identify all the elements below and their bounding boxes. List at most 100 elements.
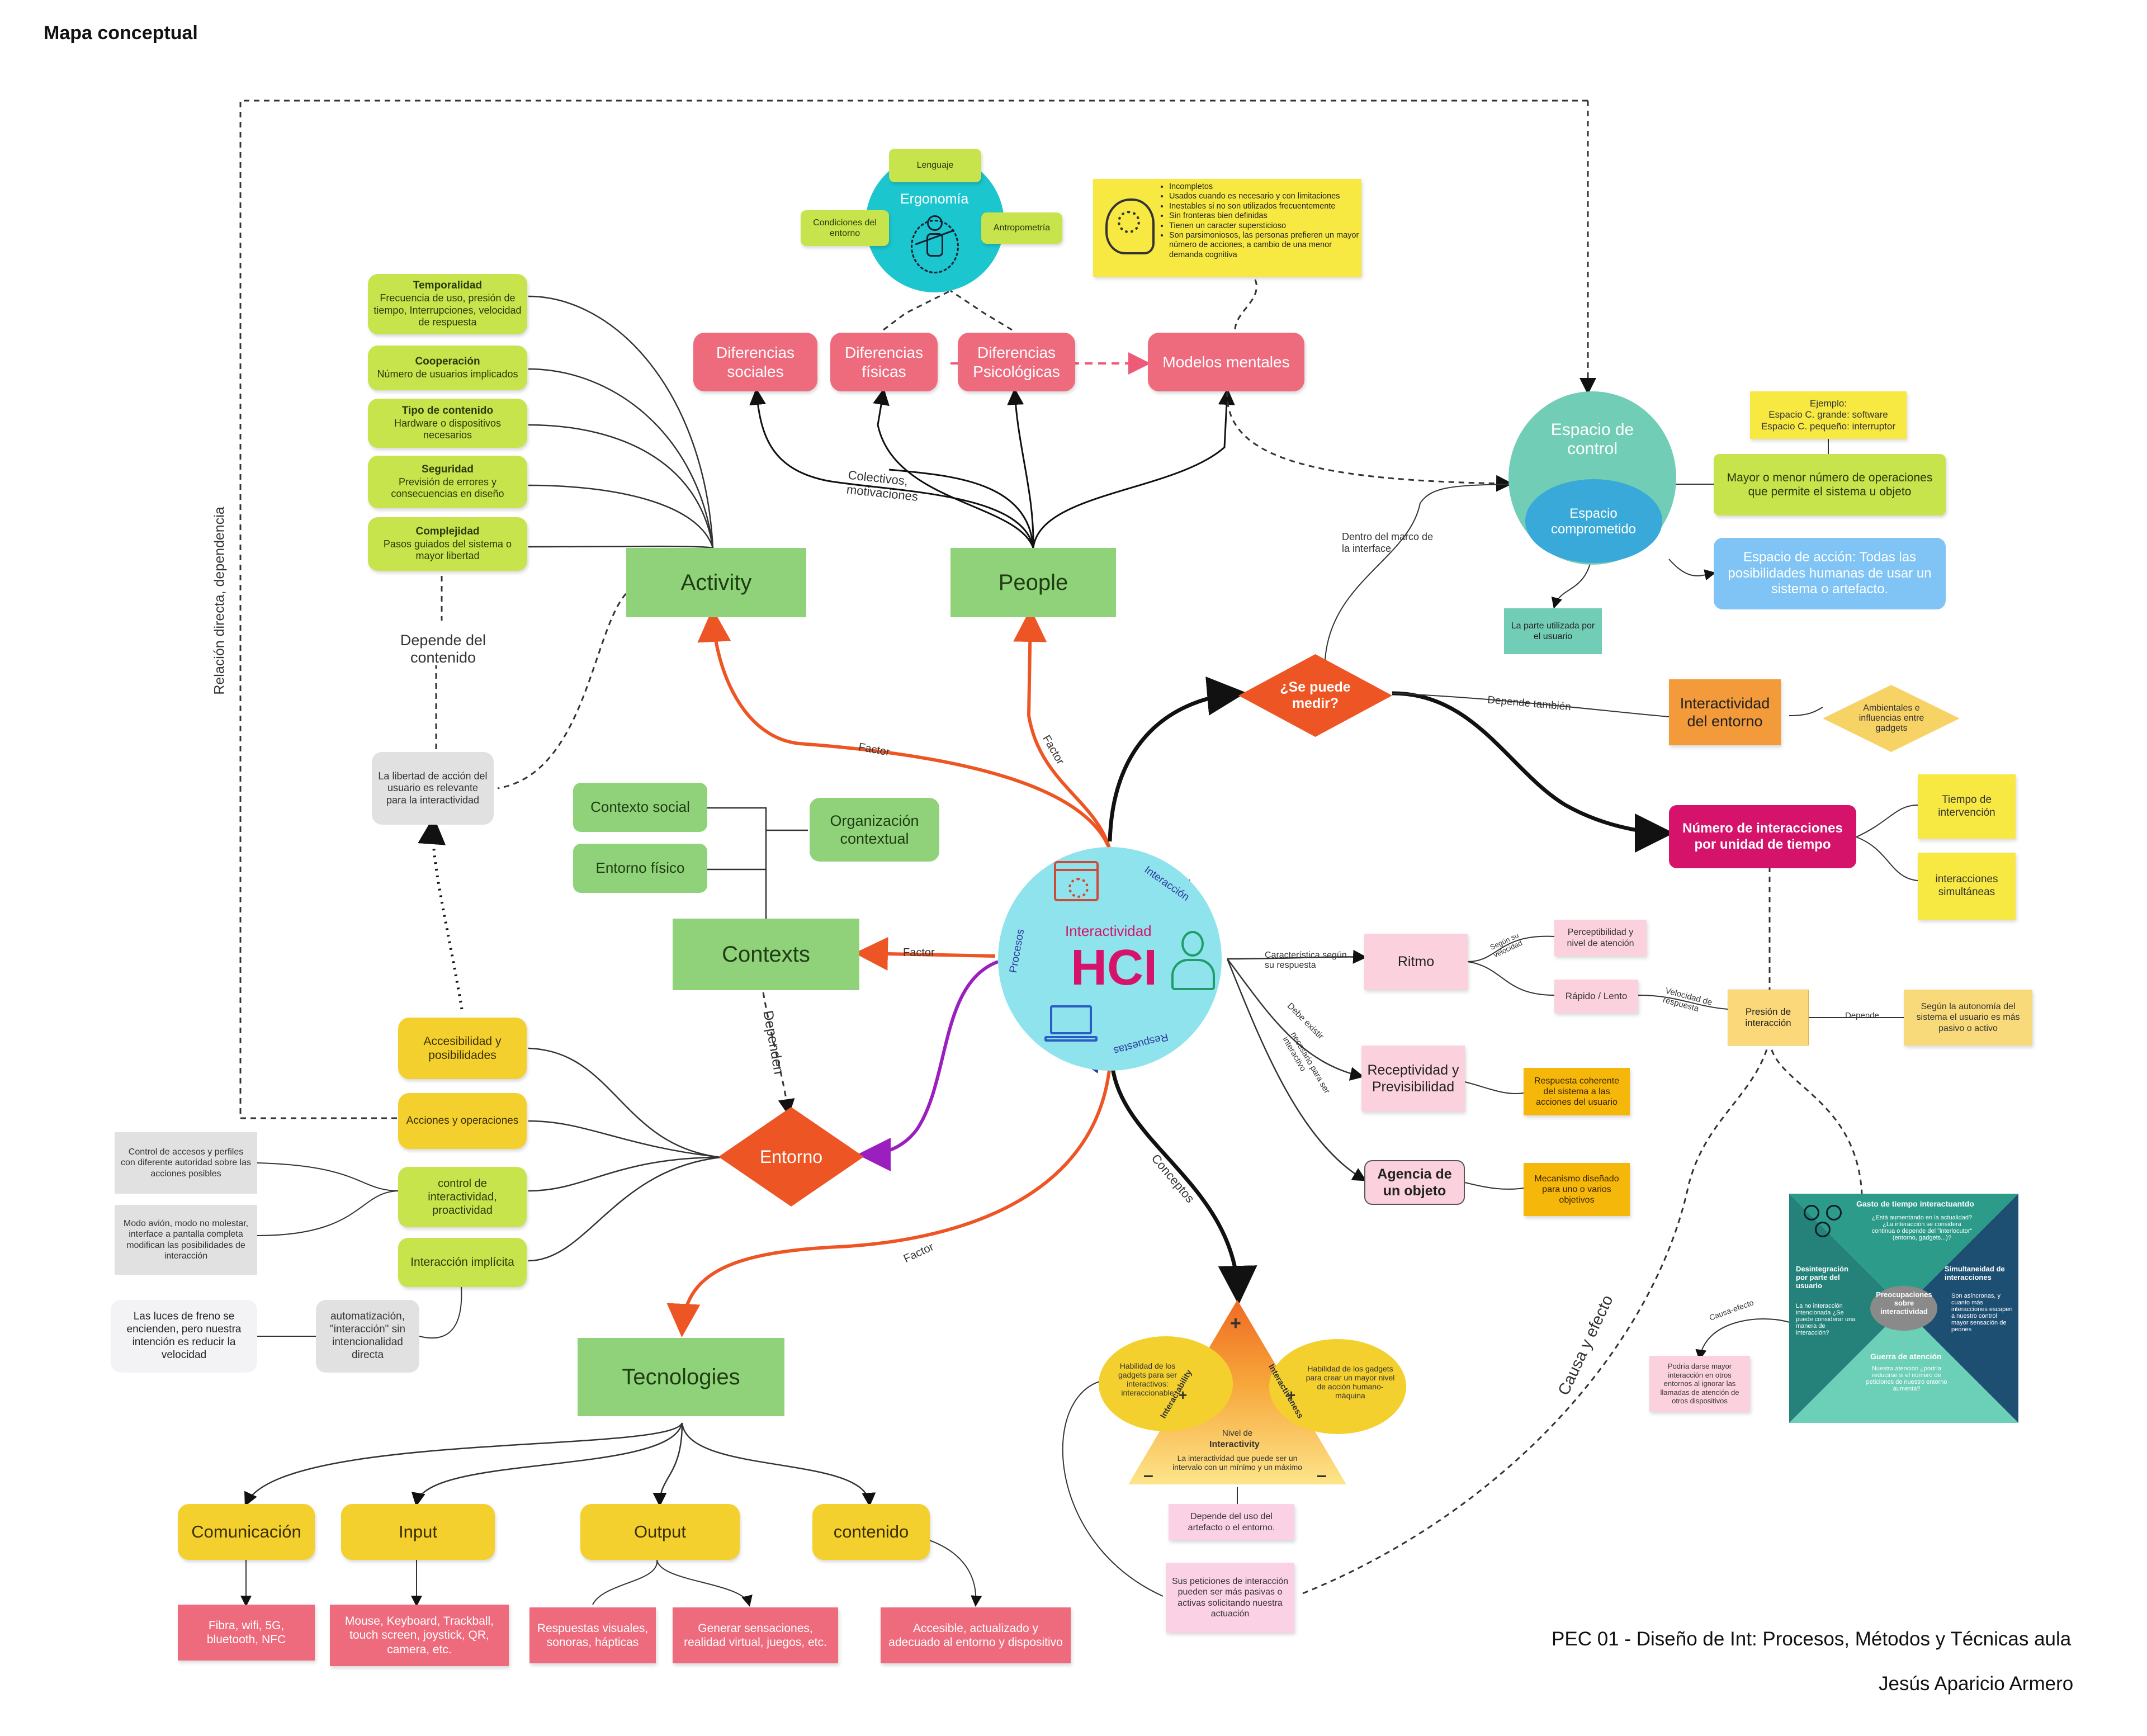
accesible-box[interactable]: Accesible, actualizado y adecuado al ent… xyxy=(881,1607,1071,1663)
espacio-comprometido-circle[interactable] xyxy=(1525,479,1662,563)
dif-sociales-node[interactable]: Diferencias sociales xyxy=(693,333,817,391)
contexto-social-node[interactable]: Contexto social xyxy=(573,783,707,832)
dentro-marco-label: Dentro del marco de la interface xyxy=(1342,531,1434,554)
gasto-title: Gasto de tiempo interactuantdo xyxy=(1856,1199,1974,1208)
interactividad-entorno-node[interactable]: Interactividad del entorno xyxy=(1669,679,1781,745)
agencia-node[interactable]: Agencia de un objeto xyxy=(1364,1160,1465,1205)
habilidad-der-text: Habilidad de los gadgets para crear un m… xyxy=(1306,1364,1395,1400)
mental-model-item: Incompletos xyxy=(1169,182,1362,192)
activity-node[interactable]: Activity xyxy=(626,548,806,617)
activity-item-text: Previsión de errores y consecuencias en … xyxy=(391,476,504,500)
perceptibilidad-note[interactable]: Perceptibilidad y nivel de atención xyxy=(1554,920,1647,956)
acciones-node[interactable]: Acciones y operaciones xyxy=(398,1093,527,1149)
activity-item-text: Pasos guiados del sistema o mayor libert… xyxy=(383,538,512,562)
interaccion-implicita-node[interactable]: Interacción implícita xyxy=(398,1238,527,1287)
interactability-ellipse[interactable] xyxy=(1099,1336,1233,1431)
entorno-fisico-node[interactable]: Entorno físico xyxy=(573,844,707,893)
depende-uso-note[interactable]: Depende del uso del artefacto o el entor… xyxy=(1169,1504,1294,1540)
comunicacion-node[interactable]: Comunicación xyxy=(178,1504,315,1560)
body-figure-icon xyxy=(909,215,962,277)
head-gears-icon xyxy=(1105,198,1155,254)
activity-item-title: Cooperación xyxy=(415,355,480,367)
activity-item-text: Hardware o dispositivos necesarios xyxy=(394,417,502,441)
parte-utilizada-note[interactable]: La parte utilizada por el usuario xyxy=(1504,608,1602,654)
gasto-text: ¿Está aumentando en la actualidad? ¿La i… xyxy=(1871,1214,1973,1241)
activity-item-text: Número de usuarios implicados xyxy=(377,368,518,380)
rapido-lento-note[interactable]: Rápido / Lento xyxy=(1554,980,1638,1013)
automatizacion-note[interactable]: automatización, "interacción" sin intenc… xyxy=(316,1300,419,1373)
depende-contenido-label: Depende del contenido xyxy=(400,632,486,666)
antropometria-note[interactable]: Antropometría xyxy=(981,212,1062,244)
mental-model-item: Usados cuando es necesario y con limitac… xyxy=(1169,192,1362,201)
simultaneidad-title: Simultaneidad de interacciones xyxy=(1945,1265,2005,1281)
receptividad-node[interactable]: Receptividad y Previsibilidad xyxy=(1361,1046,1465,1111)
organizacion-node[interactable]: Organización contextual xyxy=(810,798,939,862)
output-node[interactable]: Output xyxy=(580,1504,740,1560)
guerra-title: Guerra de atención xyxy=(1870,1352,1942,1361)
espacio-control-label: Espacio de control xyxy=(1550,420,1634,458)
lenguaje-note[interactable]: Lenguaje xyxy=(889,149,981,182)
contexts-node[interactable]: Contexts xyxy=(673,919,859,990)
tecnologies-node[interactable]: Tecnologies xyxy=(578,1338,784,1416)
desintegracion-title: Desintegración por parte del usuario xyxy=(1796,1265,1848,1290)
respuestas-visuales-box[interactable]: Respuestas visuales, sonoras, hápticas xyxy=(529,1607,656,1663)
relacion-label: Relación directa, dependencia xyxy=(211,507,228,695)
plus-left-icon: + xyxy=(1179,1387,1188,1403)
depende-label: Depende xyxy=(1845,1011,1879,1020)
podria-note[interactable]: Podría darse mayor interacción en otros … xyxy=(1649,1356,1750,1412)
mental-model-item: Son parsimoniosos, las personas prefiere… xyxy=(1169,231,1362,260)
nivel-label: Nivel de xyxy=(1222,1428,1253,1438)
modelos-mentales-node[interactable]: Modelos mentales xyxy=(1148,333,1304,391)
network-people-icon xyxy=(1800,1200,1845,1240)
interacciones-simultaneas-note[interactable]: interacciones simultáneas xyxy=(1918,853,2016,920)
preocupaciones-title: Preocupaciones sobre interactividad xyxy=(1876,1290,1932,1316)
mecanismo-note[interactable]: Mecanismo diseñado para uno o varios obj… xyxy=(1524,1163,1630,1216)
minus-left-icon: – xyxy=(1143,1465,1153,1485)
mayor-menor-node[interactable]: Mayor o menor número de operaciones que … xyxy=(1714,454,1946,515)
luces-freno-note[interactable]: Las luces de freno se encienden, pero nu… xyxy=(111,1300,257,1373)
contenido-node[interactable]: contenido xyxy=(812,1504,930,1560)
preocupaciones-square[interactable] xyxy=(1789,1194,2018,1423)
guerra-text: Nuestra atención ¿podría reducirse si el… xyxy=(1866,1365,1947,1392)
libertad-note[interactable]: La libertad de acción del usuario es rel… xyxy=(372,752,494,825)
generar-sensaciones-box[interactable]: Generar sensaciones, realidad virtual, j… xyxy=(673,1607,838,1663)
segun-autonomia-note[interactable]: Según la autonomía del sistema el usuari… xyxy=(1904,990,2032,1046)
ejemplo-note[interactable]: Ejemplo: Espacio C. grande: software Esp… xyxy=(1750,391,1907,439)
num-interacciones-node[interactable]: Número de interacciones por unidad de ti… xyxy=(1669,805,1856,868)
control-interactividad-node[interactable]: control de interactividad, proactividad xyxy=(398,1167,527,1227)
respuesta-coherente-note[interactable]: Respuesta coherente del sistema a las ac… xyxy=(1524,1068,1630,1115)
mental-model-item: Sin fronteras bien definidas xyxy=(1169,211,1362,221)
intervalo-text: La interactividad que puede ser un inter… xyxy=(1172,1454,1302,1472)
activity-item-title: Seguridad xyxy=(422,463,474,475)
input-node[interactable]: Input xyxy=(341,1504,495,1560)
condiciones-note[interactable]: Condiciones del entorno xyxy=(801,210,889,246)
tiempo-intervencion-note[interactable]: Tiempo de intervención xyxy=(1918,774,2016,839)
control-accesos-note[interactable]: Control de accesos y perfiles con difere… xyxy=(115,1132,257,1194)
mental-model-item: Inestables si no son utilizados frecuent… xyxy=(1169,202,1362,211)
mouse-box[interactable]: Mouse, Keyboard, Trackball, touch screen… xyxy=(330,1605,509,1666)
activity-item-title: Temporalidad xyxy=(413,280,483,292)
activity-item-title: Tipo de contenido xyxy=(401,405,494,417)
peticiones-note[interactable]: Sus peticiones de interacción pueden ser… xyxy=(1166,1563,1294,1633)
dif-psicologicas-node[interactable]: Diferencias Psicológicas xyxy=(958,333,1075,391)
espacio-accion-node[interactable]: Espacio de acción: Todas las posibilidad… xyxy=(1714,538,1946,609)
desintegracion-text: La no interacción intencionada ¿Se puede… xyxy=(1796,1303,1856,1336)
activity-item-text: Frecuencia de uso, presión de tiempo, In… xyxy=(373,292,522,328)
interactiveness-ellipse[interactable] xyxy=(1269,1339,1406,1434)
people-node[interactable]: People xyxy=(950,548,1116,617)
hci-subtitle: Interactividad xyxy=(1065,923,1152,939)
presion-note[interactable]: Presión de interacción xyxy=(1728,990,1809,1046)
dif-fisicas-node[interactable]: Diferencias físicas xyxy=(830,333,938,391)
accesibilidad-node[interactable]: Accesibilidad y posibilidades xyxy=(398,1018,527,1079)
hci-title: HCI xyxy=(1071,940,1157,996)
user-headset-icon xyxy=(1171,931,1215,992)
modo-avion-note[interactable]: Modo avión, modo no molestar, interface … xyxy=(115,1205,257,1275)
fibra-box[interactable]: Fibra, wifi, 5G, bluetooth, NFC xyxy=(178,1605,315,1661)
ritmo-node[interactable]: Ritmo xyxy=(1364,934,1468,990)
